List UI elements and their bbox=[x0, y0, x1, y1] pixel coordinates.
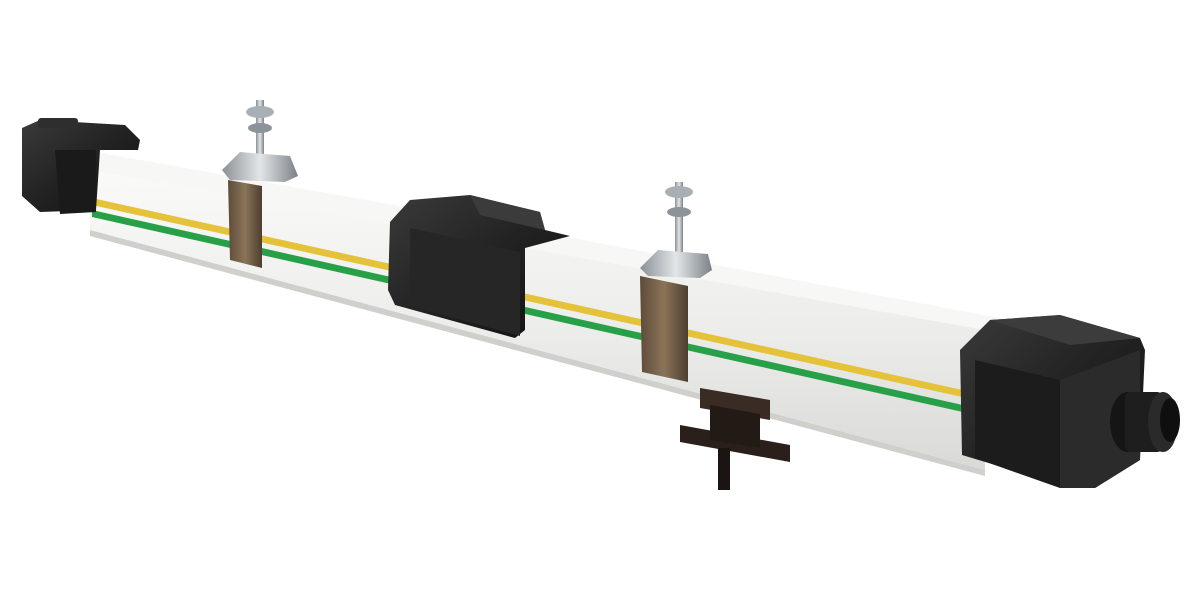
end-cap-left bbox=[22, 118, 140, 214]
hanger-clamp-right bbox=[640, 182, 712, 382]
joint-cover-center bbox=[388, 195, 570, 338]
end-feed-box-right bbox=[960, 315, 1145, 488]
rail-stripes bbox=[92, 198, 985, 417]
cable-gland bbox=[1110, 392, 1180, 452]
hanger-bolt-right bbox=[675, 182, 683, 260]
hanger-clamp-left bbox=[222, 100, 298, 268]
stripe-yellow bbox=[92, 198, 985, 402]
stripe-green bbox=[92, 210, 985, 417]
collector-trolley bbox=[680, 388, 790, 490]
